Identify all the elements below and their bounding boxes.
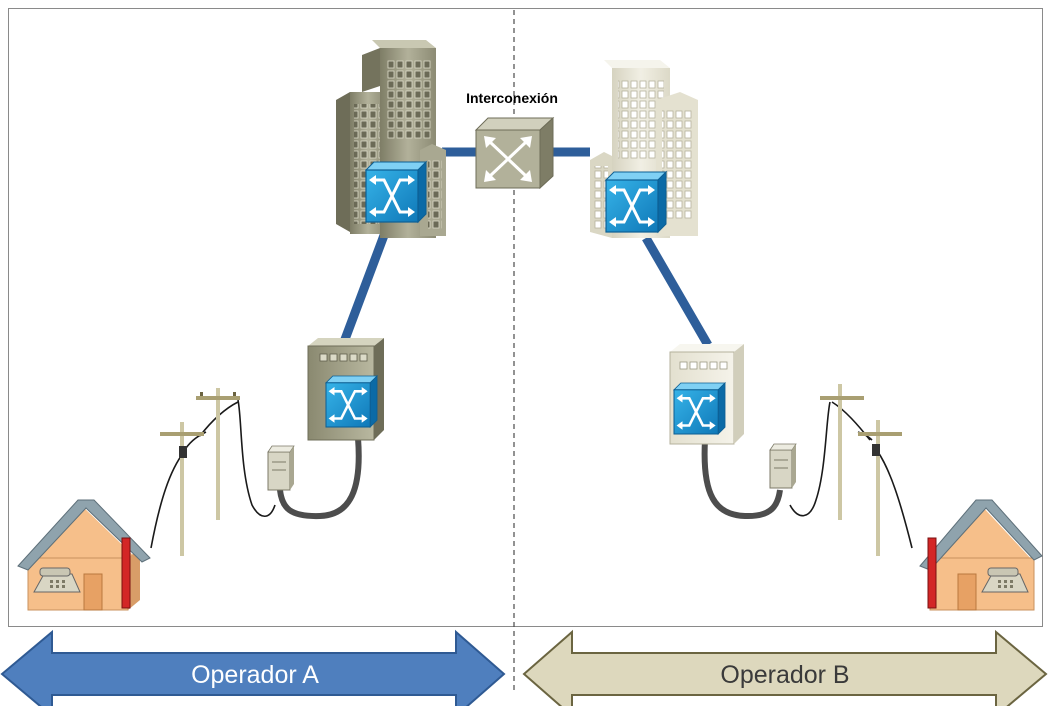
pedestal-terminal-b xyxy=(769,443,797,489)
operator-b-arrow: Operador B xyxy=(522,629,1048,706)
cabinet-icon-operator-a xyxy=(307,338,384,441)
cabinet-icon-operator-b xyxy=(669,344,744,445)
operator-a-label: Operador A xyxy=(191,661,319,689)
house-icon-operator-a xyxy=(17,499,151,611)
house-icon-operator-b xyxy=(919,499,1043,611)
utility-pole-icon-b1 xyxy=(820,384,864,520)
drop-wires-a xyxy=(150,399,276,549)
pedestal-terminal-a xyxy=(267,445,295,491)
operator-b-label: Operador B xyxy=(720,661,849,689)
access-cable-a xyxy=(277,437,362,520)
office-building-icon-operator-b xyxy=(590,60,698,238)
interconnection-switch-icon xyxy=(474,116,555,190)
operator-a-arrow: Operador A xyxy=(0,629,506,706)
utility-pole-icon-a1 xyxy=(196,388,240,520)
telephone-icon-b xyxy=(981,567,1029,593)
drop-wires-b xyxy=(789,401,913,549)
access-cable-b xyxy=(701,439,783,520)
interconnection-label: Interconexión xyxy=(466,90,558,106)
office-building-icon-operator-a xyxy=(336,40,446,238)
diagram-frame xyxy=(8,8,1043,627)
utility-pole-icon-a2 xyxy=(160,422,204,556)
trunk-links xyxy=(339,147,712,348)
telephone-icon-a xyxy=(33,567,81,593)
utility-pole-icon-b2 xyxy=(858,420,902,556)
